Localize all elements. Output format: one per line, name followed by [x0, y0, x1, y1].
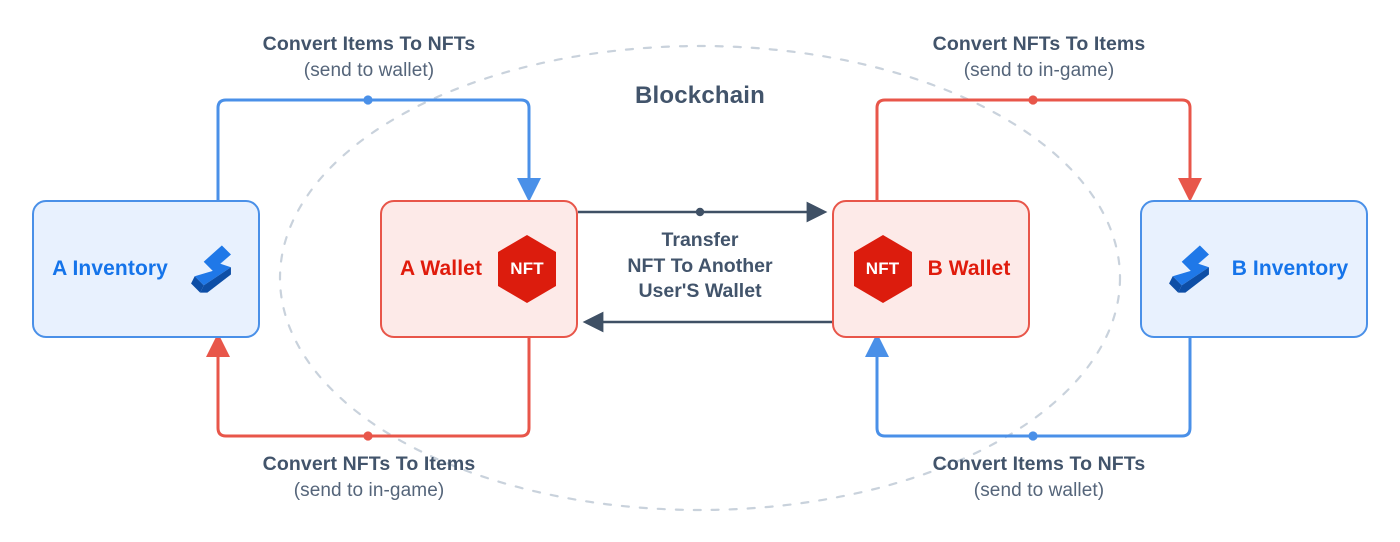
wire-b-wallet-to-b-inventory — [875, 98, 1202, 202]
nft-hexagon-icon: NFT — [852, 234, 914, 304]
caption-top-left-subtitle: (send to wallet) — [303, 59, 435, 81]
caption-top-right-title: Convert NFTs To Items — [932, 33, 1146, 55]
wire-dot-center-top — [695, 207, 705, 217]
wire-a-wallet-to-a-inventory — [206, 333, 531, 438]
wire-b-inventory-to-b-wallet — [865, 333, 1192, 438]
node-a-wallet-label: A Wallet — [399, 257, 483, 280]
wire-dot-bottom-left — [363, 431, 373, 441]
caption-top-left-title: Convert Items To NFTs — [262, 33, 476, 55]
nft-hexagon-icon: NFT — [496, 234, 558, 304]
transfer-flow-label: Transfer NFT To Another User'S Wallet — [585, 228, 815, 305]
wire-dot-bottom-right — [1028, 431, 1038, 441]
node-b-inventory-label: B Inventory — [1231, 257, 1349, 280]
caption-bottom-right-subtitle: (send to wallet) — [973, 479, 1105, 501]
caption-bottom-right-title: Convert Items To NFTs — [932, 453, 1146, 475]
node-b-wallet-label: B Wallet — [927, 257, 1011, 280]
nft-badge-text: NFT — [865, 259, 900, 278]
caption-bottom-left: Convert NFTs To Items (send to in-game) — [210, 452, 528, 503]
transfer-line-2: NFT To Another — [627, 254, 773, 277]
caption-top-right: Convert NFTs To Items (send to in-game) — [880, 32, 1198, 83]
node-b-inventory[interactable]: B Inventory — [1140, 200, 1368, 338]
node-a-inventory-label: A Inventory — [52, 257, 168, 280]
inventory-bolt-icon — [1168, 245, 1209, 293]
nft-badge-text: NFT — [510, 259, 544, 278]
transfer-line-3: User'S Wallet — [638, 280, 762, 303]
wire-a-inventory-to-a-wallet — [216, 98, 541, 202]
blockchain-title: Blockchain — [634, 82, 766, 109]
caption-top-right-subtitle: (send to in-game) — [963, 59, 1115, 81]
node-a-inventory[interactable]: A Inventory — [32, 200, 260, 338]
caption-bottom-left-title: Convert NFTs To Items — [262, 453, 476, 475]
caption-bottom-left-subtitle: (send to in-game) — [293, 479, 445, 501]
node-b-wallet[interactable]: NFT B Wallet — [832, 200, 1030, 338]
transfer-line-1: Transfer — [661, 229, 739, 251]
caption-top-left: Convert Items To NFTs (send to wallet) — [210, 32, 528, 83]
node-a-wallet[interactable]: A Wallet NFT — [380, 200, 578, 338]
caption-bottom-right: Convert Items To NFTs (send to wallet) — [880, 452, 1198, 503]
inventory-bolt-icon — [190, 245, 231, 293]
